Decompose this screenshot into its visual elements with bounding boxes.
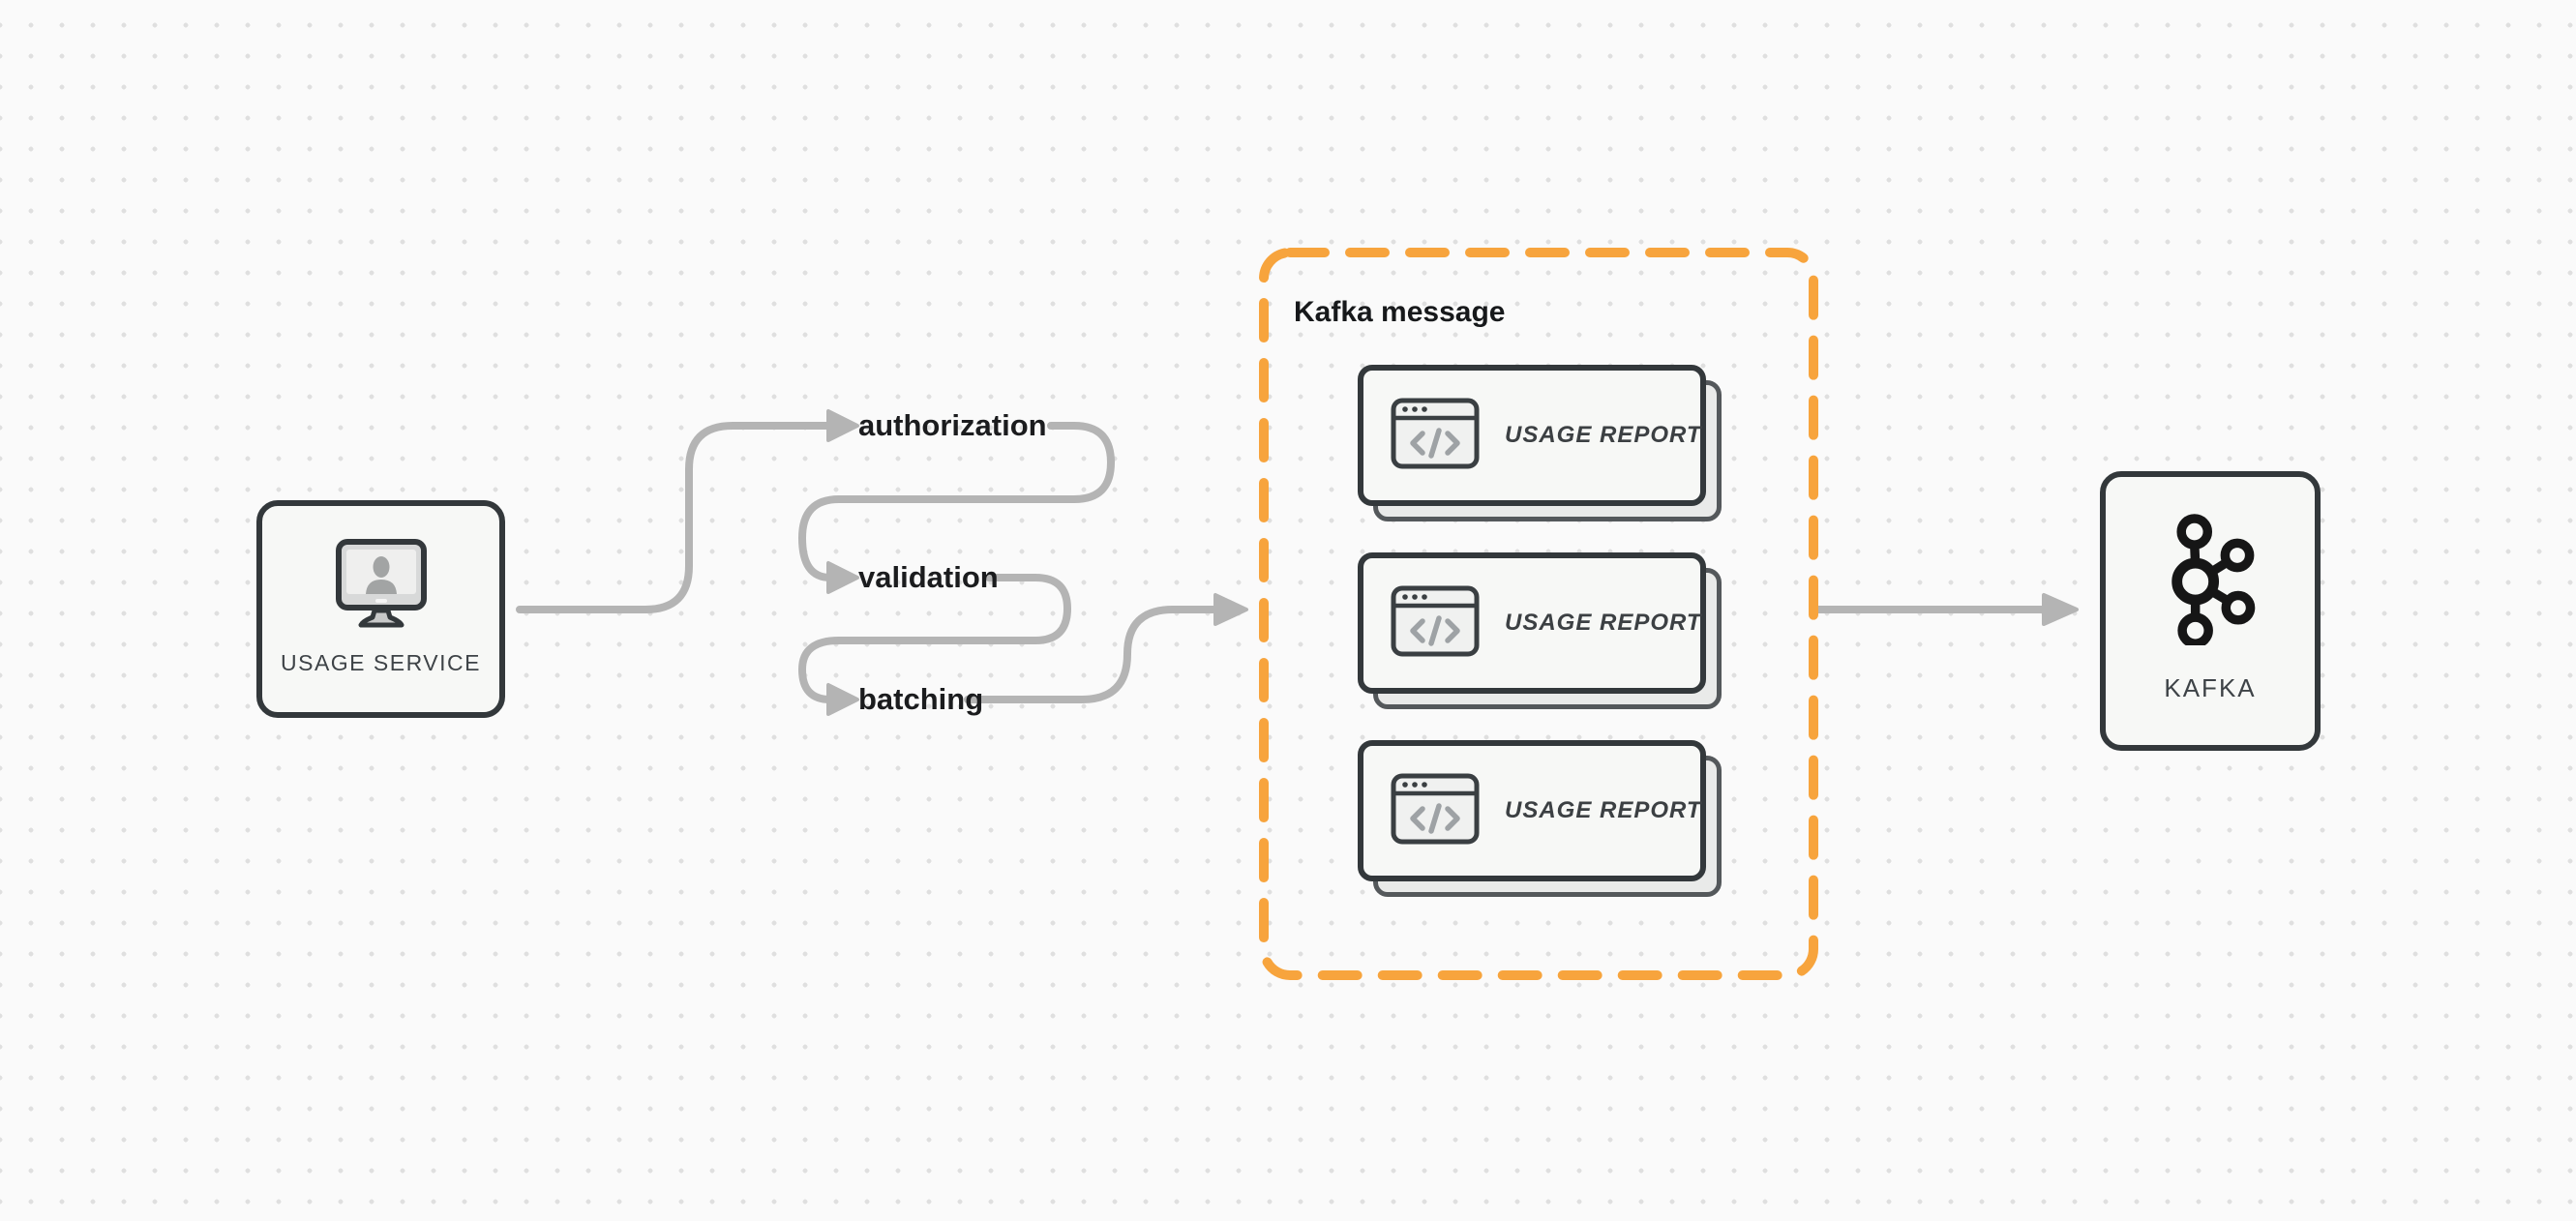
step-label-authorization: authorization (858, 408, 1047, 442)
connector-authorization-to-validation (798, 422, 1115, 581)
step-label-batching: batching (858, 682, 984, 716)
kafka-message-title: Kafka message (1294, 296, 1506, 328)
code-window-icon (1391, 398, 1480, 474)
usage-report-card: USAGE REPORT (1358, 740, 1722, 897)
connector-usage-to-authorization (516, 422, 832, 613)
user-monitor-icon (321, 537, 441, 637)
usage-report-label: USAGE REPORT (1505, 610, 1702, 636)
kafka-message-group: Kafka message USAGE REPORT (1259, 248, 1818, 980)
usage-report-card: USAGE REPORT (1358, 552, 1722, 709)
code-window-icon (1391, 585, 1480, 662)
usage-service-label: USAGE SERVICE (281, 650, 481, 675)
arrowhead-kafka (2042, 593, 2079, 626)
usage-report-card: USAGE REPORT (1358, 365, 1722, 521)
dashed-border (1259, 248, 1818, 980)
arrowhead-authorization (826, 409, 859, 442)
kafka-label: KAFKA (2164, 673, 2257, 702)
arrowhead-kafka-message (1213, 593, 1248, 626)
kafka-node: KAFKA (2100, 471, 2321, 751)
step-label-validation: validation (858, 560, 999, 594)
arrowhead-batching (826, 683, 859, 716)
code-window-icon (1391, 773, 1480, 849)
usage-service-node: USAGE SERVICE (256, 500, 505, 718)
arrowhead-validation (826, 561, 859, 594)
connector-batching-to-kafka-message (964, 606, 1219, 703)
usage-report-label: USAGE REPORT (1505, 422, 1702, 448)
kafka-logo-icon (2162, 510, 2259, 650)
usage-report-label: USAGE REPORT (1505, 797, 1702, 823)
